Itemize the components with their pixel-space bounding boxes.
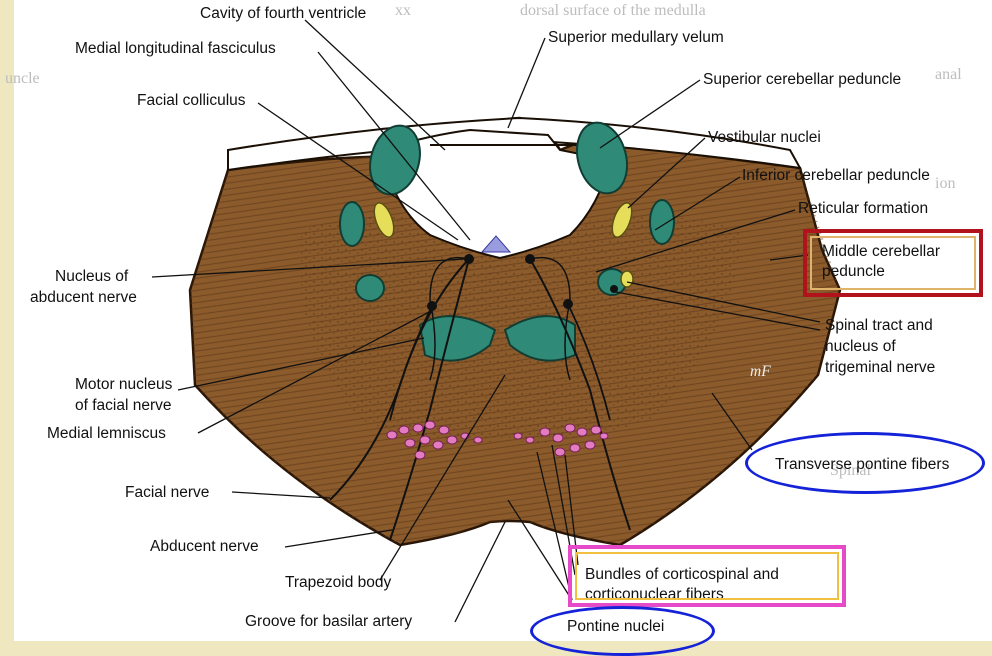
label-bundles-line1: Bundles of corticospinal and <box>585 566 779 584</box>
label-spinal-tract-line2: nucleus of <box>825 338 896 356</box>
label-bundles-line2: corticonuclear fibers <box>585 586 724 598</box>
label-abducent-nerve: Abducent nerve <box>150 538 259 556</box>
label-middle-cerebellar-peduncle-line1: Middle cerebellar <box>822 243 940 261</box>
pons-cross-section-figure: xx dorsal surface of the medulla anal un… <box>0 0 992 641</box>
label-facial-nerve: Facial nerve <box>125 484 209 502</box>
label-medial-longitudinal-fasciculus: Medial longitudinal fasciculus <box>75 40 276 58</box>
label-spinal-tract-line1: Spinal tract and <box>825 317 933 335</box>
label-facial-colliculus: Facial colliculus <box>137 92 246 110</box>
label-motor-nucleus-line1: Motor nucleus <box>75 376 172 394</box>
label-reticular-formation: Reticular formation <box>798 200 928 218</box>
label-groove-basilar-artery: Groove for basilar artery <box>245 613 412 631</box>
label-superior-medullary-velum: Superior medullary velum <box>548 29 724 47</box>
label-middle-cerebellar-peduncle-line2: peduncle <box>822 263 885 281</box>
label-transverse-pontine-fibers: Transverse pontine fibers <box>775 456 949 474</box>
label-spinal-tract-line3: trigeminal nerve <box>825 359 935 377</box>
label-superior-cerebellar-peduncle: Superior cerebellar peduncle <box>703 71 901 89</box>
label-motor-nucleus-line2: of facial nerve <box>75 397 172 415</box>
label-nucleus-abducent-line1: Nucleus of <box>55 268 128 286</box>
artist-initials: mF <box>750 363 771 381</box>
label-cavity-fourth-ventricle: Cavity of fourth ventricle <box>200 5 366 23</box>
label-inferior-cerebellar-peduncle: Inferior cerebellar peduncle <box>742 167 930 185</box>
label-trapezoid-body: Trapezoid body <box>285 574 391 592</box>
label-nucleus-abducent-line2: abducent nerve <box>30 289 137 307</box>
label-pontine-nuclei: Pontine nuclei <box>567 618 664 636</box>
label-medial-lemniscus: Medial lemniscus <box>47 425 166 443</box>
label-vestibular-nuclei: Vestibular nuclei <box>708 129 821 147</box>
